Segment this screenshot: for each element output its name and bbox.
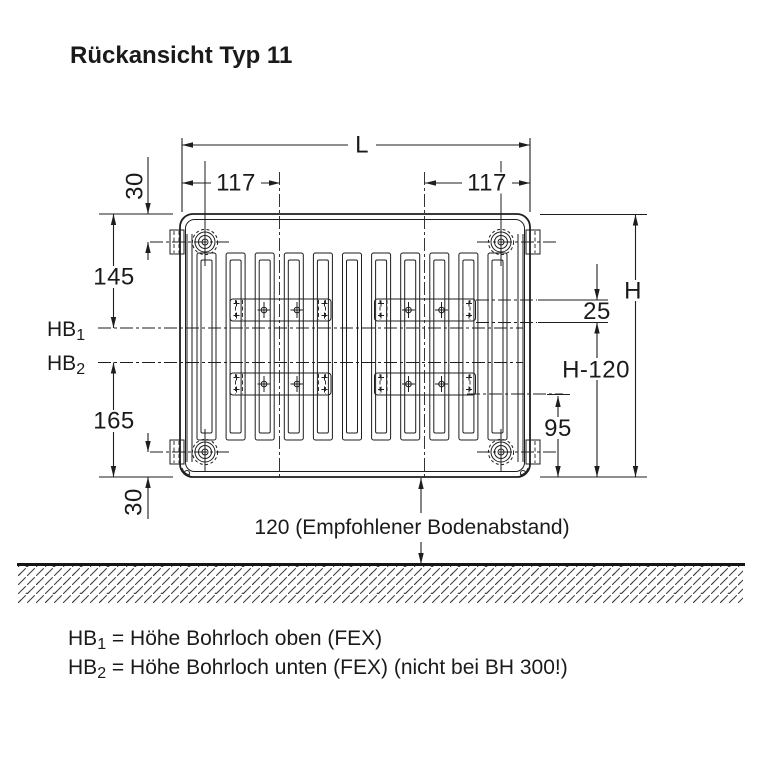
dim-label-145: 145	[93, 264, 135, 291]
dimension-labels: L 117 117 30 145 HB1 HB2 165 30 H 25 H-1…	[47, 132, 642, 540]
bottom-corner-fittings	[181, 467, 529, 476]
dim-label-30-bottom: 30	[121, 488, 148, 516]
dimension-arrowheads	[110, 142, 639, 564]
side-channels	[186, 234, 524, 462]
dimension-lines	[99, 138, 647, 564]
dim-label-95: 95	[544, 415, 572, 442]
dim-label-117-left: 117	[216, 170, 256, 197]
dim-label-30-top: 30	[122, 172, 149, 200]
dim-label-length: L	[355, 132, 369, 159]
legend: HB1 = Höhe Bohrloch oben (FEX) HB2 = Höh…	[68, 627, 568, 682]
dim-label-25: 25	[583, 298, 611, 325]
radiator-inner-outline	[185, 219, 525, 472]
dim-label-117-right: 117	[467, 170, 507, 197]
dim-label-165: 165	[93, 408, 135, 435]
label-masks	[92, 134, 646, 542]
corner-bosses	[150, 161, 556, 472]
hb1-label: HB1	[47, 318, 85, 344]
radiator-body	[98, 161, 556, 478]
dim-label-h-minus-120: H-120	[562, 357, 630, 384]
convector-fins	[196, 252, 508, 441]
mounting-brackets	[229, 298, 476, 396]
legend-hb2: HB2 = Höhe Bohrloch unten (FEX) (nicht b…	[68, 656, 568, 682]
radiator-outline	[179, 213, 531, 478]
floor	[17, 563, 745, 604]
side-tappings	[169, 229, 541, 465]
dim-label-height: H	[624, 278, 642, 305]
page-title: Rückansicht Typ 11	[70, 42, 292, 69]
hb2-label: HB2	[47, 352, 85, 378]
floor-clearance-label: 120 (Empfohlener Bodenabstand)	[254, 516, 569, 539]
legend-hb1: HB1 = Höhe Bohrloch oben (FEX)	[68, 627, 382, 653]
